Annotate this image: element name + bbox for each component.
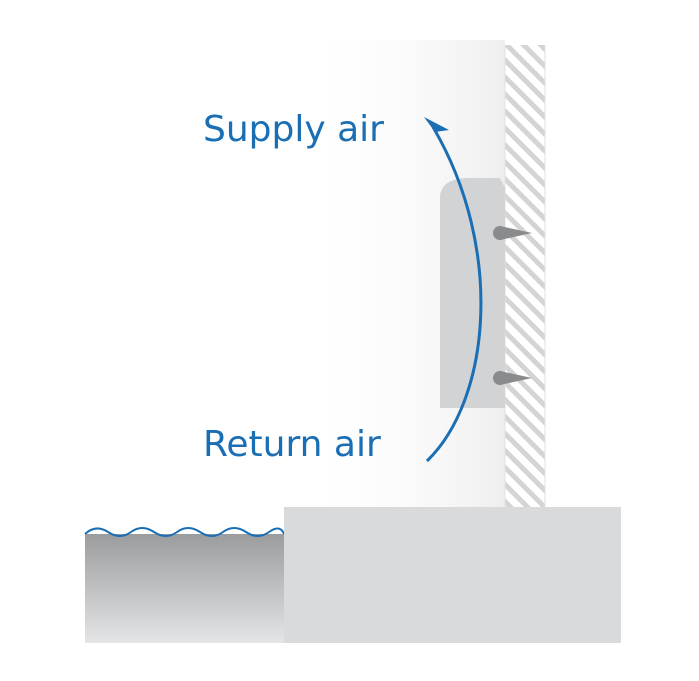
air-unit xyxy=(440,178,505,408)
air-flow-arrow-icon xyxy=(425,126,483,463)
water-wave xyxy=(84,527,285,537)
screw-top-icon xyxy=(493,226,532,240)
supply-air-label: Supply air xyxy=(203,109,384,150)
arrow-head-icon xyxy=(424,117,449,132)
pool-water xyxy=(85,534,284,643)
wall xyxy=(505,45,545,507)
floor-platform xyxy=(284,507,621,643)
return-air-label: Return air xyxy=(203,424,381,465)
screw-bottom-icon xyxy=(493,371,532,385)
